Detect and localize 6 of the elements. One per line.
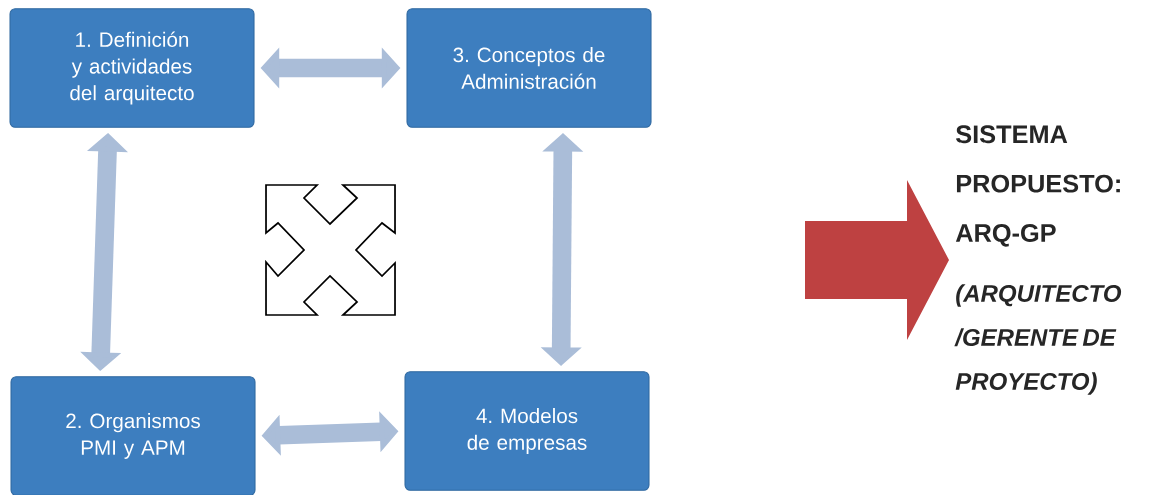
process-box: 2. Organismos PMI y APM <box>10 376 256 495</box>
block-arrow <box>805 180 949 340</box>
process-box: 3. Conceptos de Administración <box>406 8 652 128</box>
process-box: 1. Definición y actividades del arquitecto <box>9 8 255 128</box>
result-text: SISTEMA PROPUESTO: ARQ-GP (ARQUITECTO /GERENTE DE PROYECTO) <box>954 125 1122 395</box>
process-box: 4. Modelos de empresas <box>404 371 650 491</box>
